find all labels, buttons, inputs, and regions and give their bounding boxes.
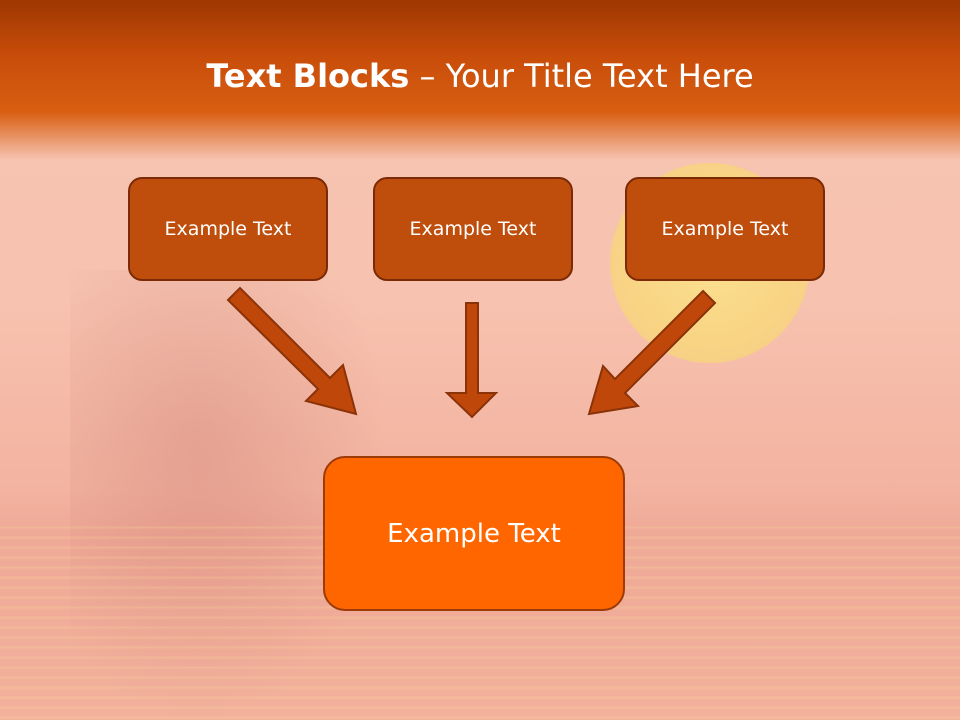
text-block-3-label: Example Text [661, 218, 789, 240]
text-block-2[interactable]: Example Text [373, 177, 573, 281]
arrow-left [226, 286, 358, 416]
result-text-block[interactable]: Example Text [323, 456, 625, 611]
text-block-2-label: Example Text [409, 218, 537, 240]
title-bar [0, 0, 960, 160]
text-block-3[interactable]: Example Text [625, 177, 825, 281]
title-separator: – [409, 57, 446, 95]
arrow-right [587, 289, 717, 416]
text-block-1-label: Example Text [164, 218, 292, 240]
title-bold: Text Blocks [206, 57, 410, 95]
title-regular: Your Title Text Here [445, 57, 754, 95]
result-text-block-label: Example Text [387, 518, 561, 549]
text-block-1[interactable]: Example Text [128, 177, 328, 281]
arrow-center [444, 302, 499, 419]
slide-title: Text Blocks – Your Title Text Here [0, 56, 960, 96]
